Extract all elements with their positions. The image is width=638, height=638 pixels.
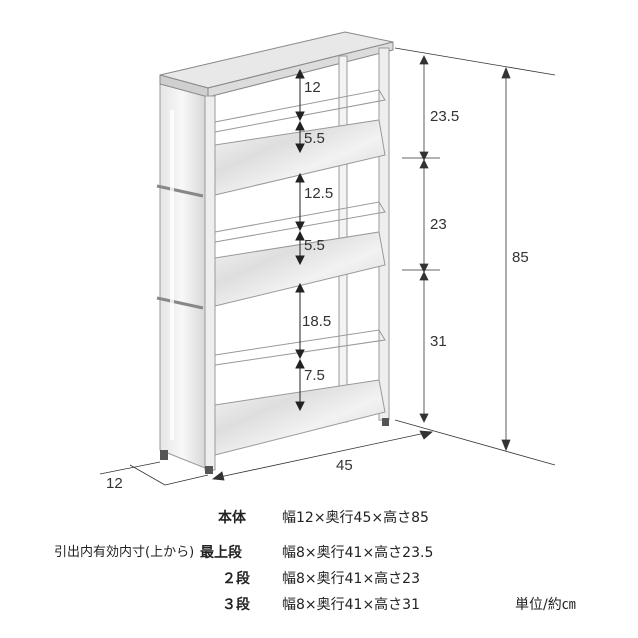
tier2-value: 幅8×奥行41×高さ23	[282, 571, 420, 587]
label-section-top: 23.5	[430, 108, 459, 125]
unit-note: 単位/約㎝	[515, 597, 576, 613]
label-total-height: 85	[512, 249, 529, 266]
label-depth: 12	[106, 475, 123, 492]
label-top-tray: 5.5	[304, 130, 325, 147]
label-mid-tray: 5.5	[304, 237, 325, 254]
shelf-diagram: 12 5.5 12.5 5.5 18.5 7.5 23.5 23 31 85 4…	[99, 31, 556, 492]
drawer-middle	[214, 201, 386, 307]
tier2-label: ２段	[222, 571, 250, 587]
inner-size-caption: 引出内有効内寸(上から)	[54, 545, 195, 560]
label-bottom-tray: 7.5	[304, 367, 325, 384]
label-mid-clearance: 12.5	[304, 185, 333, 202]
tier1-label: 最上段	[200, 545, 242, 561]
section-arrows	[394, 47, 556, 466]
body-label: 本体	[218, 510, 246, 526]
label-section-mid: 23	[430, 216, 447, 233]
tier3-value: 幅8×奥行41×高さ31	[282, 597, 420, 613]
label-top-clearance: 12	[304, 79, 321, 96]
label-section-bottom: 31	[430, 333, 447, 350]
drawer-top	[214, 89, 386, 196]
inner-arrows	[295, 68, 305, 412]
body-value: 幅12×奥行45×高さ85	[282, 510, 429, 526]
base-arrows	[99, 430, 433, 486]
side-panel	[156, 81, 206, 469]
drawer-bottom	[214, 329, 386, 456]
tier3-label: ３段	[222, 597, 250, 613]
label-bottom-clearance: 18.5	[302, 313, 331, 330]
label-width: 45	[336, 457, 353, 474]
tier1-value: 幅8×奥行41×高さ23.5	[282, 545, 434, 561]
